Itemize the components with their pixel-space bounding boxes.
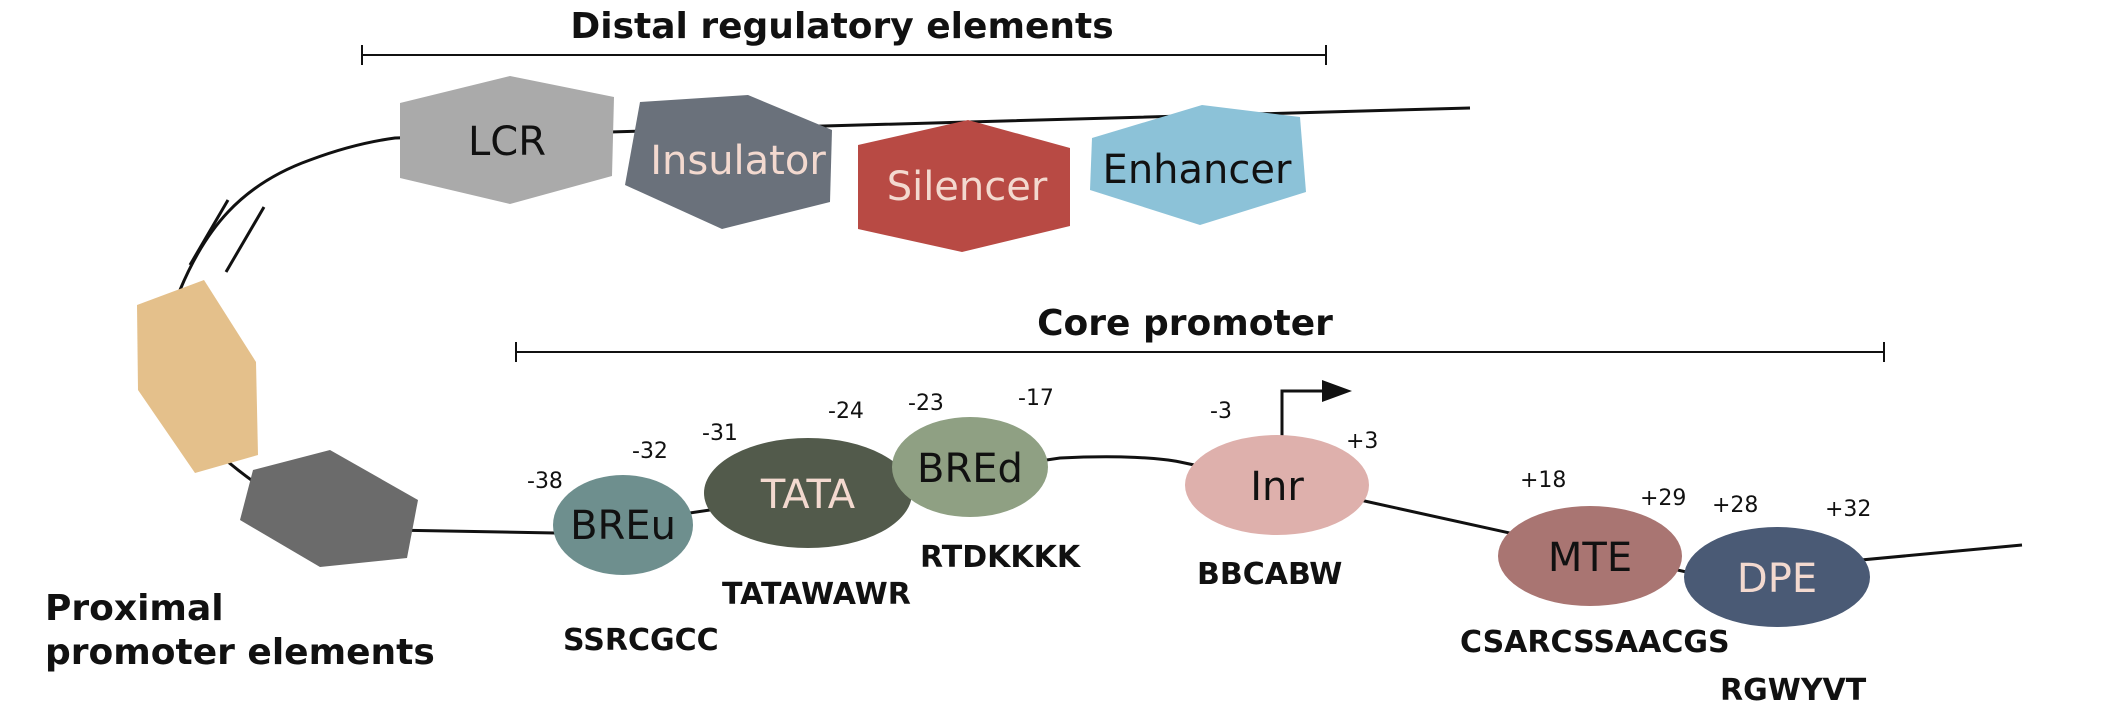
bred-position-start: -23	[908, 391, 944, 416]
silencer-element: Silencer	[858, 120, 1070, 252]
proximal-title-line1: Proximal	[45, 588, 224, 629]
proximal-element-gray	[240, 450, 418, 567]
tata-position-start: -31	[702, 421, 738, 446]
dpe-position-end: +32	[1825, 497, 1871, 522]
inr-label: Inr	[1250, 464, 1304, 510]
tata-element: TATA	[704, 438, 912, 548]
inr-position-start: -3	[1210, 399, 1232, 424]
tata-position-end: -24	[828, 399, 864, 424]
breu-position-end: -32	[632, 439, 668, 464]
tata-label: TATA	[760, 472, 856, 518]
mte-sequence: CSARCSSAACGS	[1460, 625, 1730, 660]
distal-bracket	[361, 45, 1327, 65]
inr-sequence: BBCABW	[1197, 557, 1342, 592]
proximal-title-line2: promoter elements	[45, 632, 435, 673]
bred-sequence: RTDKKKK	[920, 540, 1082, 575]
core-title: Core promoter	[1037, 303, 1333, 344]
dpe-element: DPE	[1684, 527, 1870, 627]
dpe-position-start: +28	[1712, 493, 1758, 518]
lcr-element: LCR	[400, 76, 614, 204]
inr-element: Inr	[1185, 435, 1369, 535]
breu-label: BREu	[570, 503, 676, 549]
breu-element: BREu	[553, 475, 693, 575]
dpe-label: DPE	[1737, 556, 1817, 602]
breu-sequence: SSRCGCC	[563, 623, 719, 658]
bred-position-end: -17	[1018, 386, 1054, 411]
mte-label: MTE	[1548, 535, 1632, 581]
tss-arrow	[1280, 380, 1352, 440]
bred-label: BREd	[917, 446, 1023, 492]
inr-position-end: +3	[1346, 429, 1378, 454]
break-mark-2	[224, 206, 266, 273]
tata-sequence: TATAWAWR	[722, 577, 911, 612]
insulator-element: Insulator	[625, 95, 832, 229]
enhancer-element: Enhancer	[1090, 105, 1306, 225]
bred-element: BREd	[892, 417, 1048, 517]
distal-title: Distal regulatory elements	[570, 6, 1113, 47]
mte-element: MTE	[1498, 506, 1682, 606]
enhancer-label: Enhancer	[1103, 147, 1292, 193]
insulator-label: Insulator	[650, 138, 826, 184]
dpe-sequence: RGWYVT	[1720, 673, 1867, 708]
core-bracket	[515, 342, 1885, 362]
silencer-label: Silencer	[887, 164, 1048, 210]
break-mark-1	[188, 199, 230, 266]
mte-position-end: +29	[1640, 486, 1686, 511]
proximal-element-yellow	[137, 280, 258, 473]
mte-position-start: +18	[1520, 468, 1566, 493]
breu-position-start: -38	[527, 469, 563, 494]
lcr-label: LCR	[468, 119, 546, 165]
